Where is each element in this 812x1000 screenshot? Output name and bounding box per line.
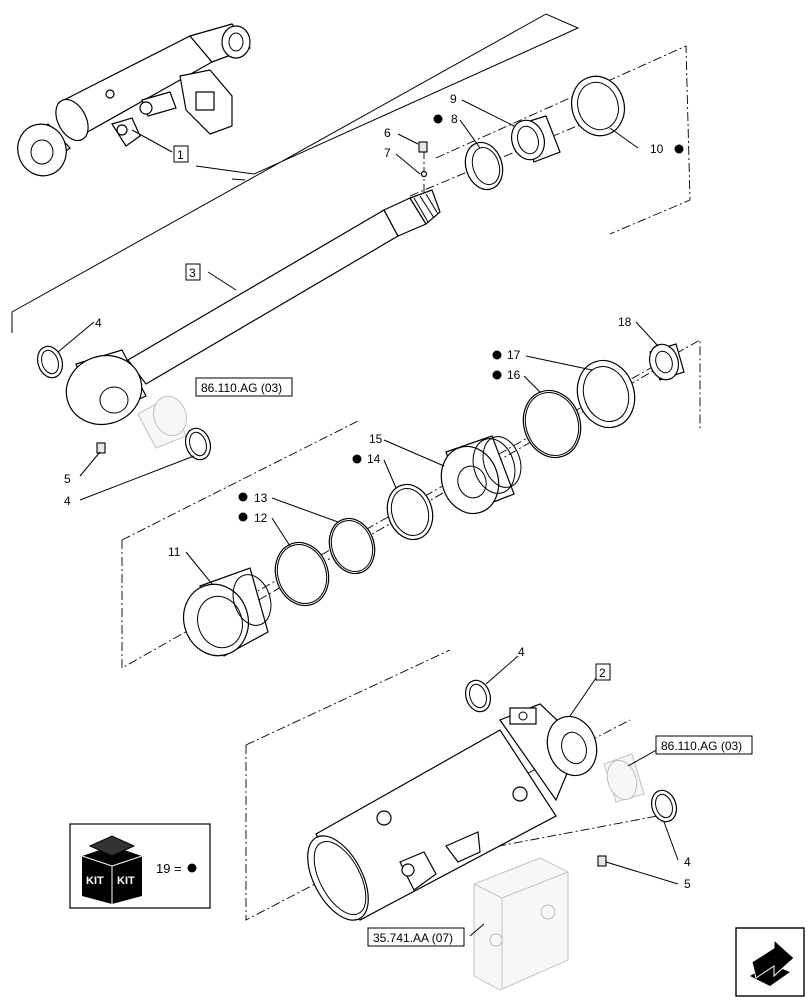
callout-2: 2 [599,666,606,680]
kit-bullet-icon [492,370,502,380]
ref-bushing-top[interactable]: 86.110.AG (03) [195,377,293,397]
callout-4-tube-top: 4 [518,645,525,659]
callout-labels: 1 3 2 4 5 4 6 7 8 9 10 11 12 13 14 15 16… [64,92,691,891]
piston-rod [65,189,441,426]
callout-9: 9 [450,92,457,106]
kit-legend: KIT KIT 19 = [69,823,211,909]
kit-bullet-icon [433,114,443,124]
ref-bushing-bottom[interactable]: 86.110.AG (03) [655,735,753,755]
callout-16: 16 [507,368,521,382]
kit-bullets [238,114,684,522]
kit-bullet-icon [238,492,248,502]
callout-4-rod-bottom: 4 [64,494,71,508]
kit-legend-equals: = [174,861,182,876]
kit-label-right: KIT [117,875,135,887]
kit-bullet-icon [238,512,248,522]
rod-seal-group [464,75,626,191]
callout-18: 18 [618,315,632,329]
kit-bullet-icon [674,144,684,154]
callout-5-tube: 5 [684,877,691,891]
callout-13: 13 [254,491,268,505]
group-boundary-lines [11,13,701,921]
callout-box-3 [185,263,201,281]
kit-legend-number: 19 [156,861,170,876]
callout-10: 10 [650,142,664,156]
valve-block [473,857,569,991]
callout-14: 14 [367,452,381,466]
callout-box-2 [595,663,611,681]
callout-11: 11 [168,545,181,559]
kit-bullet-icon [492,350,502,360]
rod-eye-parts [36,345,212,461]
cylinder-eye-parts [464,679,678,867]
callout-12: 12 [254,511,268,525]
leader-lines [57,99,679,937]
callout-4-rod-top: 4 [95,316,102,330]
piston-group [182,343,685,657]
ref-valve-block[interactable]: 35.741.AA (07) [367,927,465,947]
svg-text:35.741.AA (07): 35.741.AA (07) [373,931,453,945]
callout-8: 8 [451,112,458,126]
callout-7: 7 [384,146,391,160]
kit-box-icon: KIT KIT [81,835,143,904]
callout-5-rod: 5 [64,472,71,486]
callout-3: 3 [189,266,196,280]
callout-4-tube-bottom: 4 [684,855,691,869]
svg-text:86.110.AG (03): 86.110.AG (03) [201,381,282,395]
cylinder-assembly-thumbnail [17,23,251,177]
svg-text:86.110.AG (03): 86.110.AG (03) [661,739,742,753]
callout-6: 6 [384,126,391,140]
callout-1: 1 [177,148,184,162]
kit-bullet-icon [187,863,197,873]
kit-label-left: KIT [86,875,104,887]
kit-bullet-icon [352,454,362,464]
cylinder-tube [307,703,598,921]
callout-17: 17 [507,348,521,362]
set-screw [418,141,428,178]
callout-15: 15 [369,432,383,446]
reference-boxes[interactable]: 86.110.AG (03) 86.110.AG (03) 35.741.AA … [195,377,753,947]
axis-lines [199,107,673,879]
callout-box-1 [173,145,189,163]
next-arrow-icon[interactable] [735,927,805,997]
